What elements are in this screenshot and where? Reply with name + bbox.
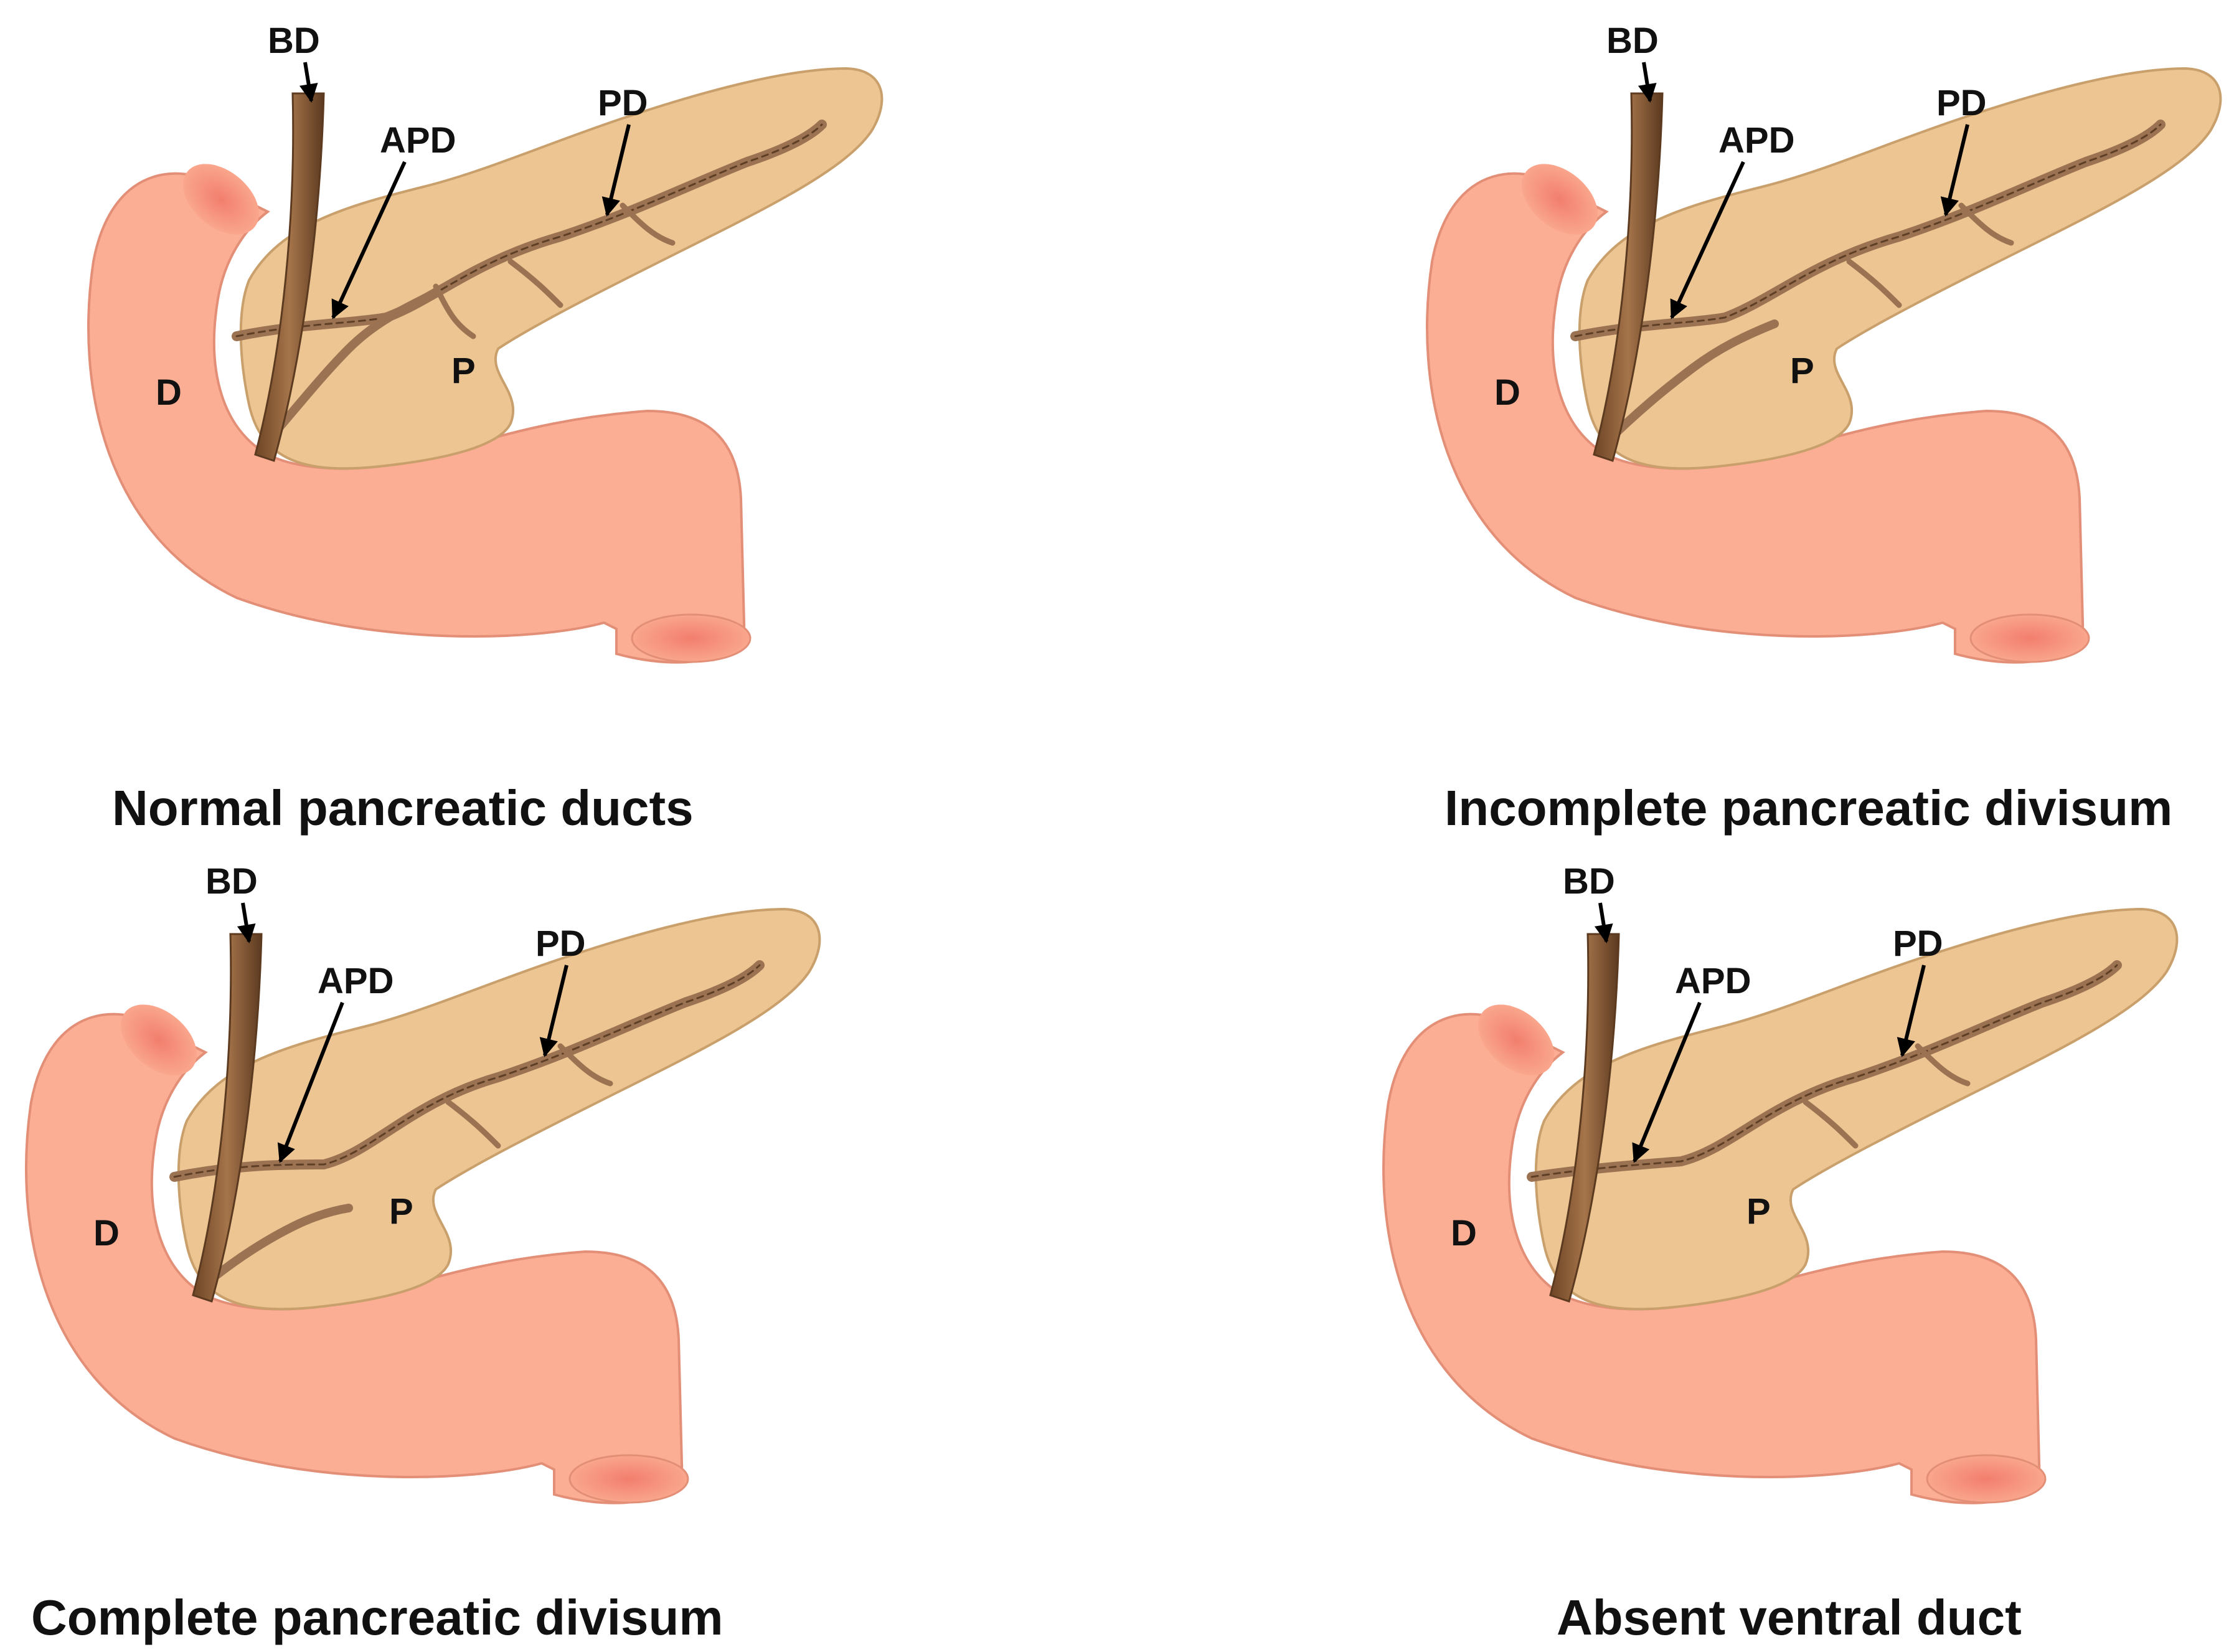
pancreatic-duct-label: PD [1893, 923, 1943, 964]
pancreas [1534, 907, 2179, 1311]
pancreas [177, 907, 821, 1311]
duodenum-label: D [1494, 372, 1520, 413]
annotations: BD APD PD P D [1451, 861, 1943, 1253]
bile-duct [1593, 92, 1664, 462]
panel-caption: Normal pancreatic ducts [112, 780, 694, 836]
pancreatic-duct-label: PD [1936, 83, 1987, 123]
ventral-duct [195, 1204, 353, 1293]
bile-duct-label: BD [1563, 861, 1615, 902]
accessory-duct-label: APD [318, 961, 394, 1001]
duodenum [1382, 1004, 2047, 1504]
annotations: BD APD PD P D [156, 21, 648, 413]
panel-normal: BD APD PD P D Normal pancreatic ducts [87, 21, 884, 836]
pancreas-label: P [389, 1191, 413, 1232]
duodenum [25, 1004, 689, 1504]
ventral-duct [1596, 319, 1779, 453]
accessory-duct-label: APD [1718, 120, 1794, 161]
duodenum [87, 164, 752, 664]
panel-complete: BD APD PD P D Complete pancreatic divisu… [25, 861, 821, 1645]
duct-system [1527, 960, 2122, 1182]
duodenum [1426, 164, 2090, 664]
panel-caption: Incomplete pancreatic divisum [1445, 780, 2172, 836]
panel-caption: Absent ventral duct [1557, 1590, 2022, 1645]
annotations: BD APD PD P D [1494, 21, 1987, 413]
pancreas-label: P [451, 351, 476, 391]
bile-duct [254, 92, 325, 462]
duodenum-label: D [1451, 1213, 1477, 1253]
bile-duct-label: BD [268, 21, 320, 61]
duct-system [169, 960, 765, 1293]
bile-duct [192, 933, 263, 1303]
duodenum-label: D [156, 372, 182, 413]
annotations: BD APD PD P D [93, 861, 586, 1253]
duct-system [1570, 120, 2166, 453]
pancreas [239, 67, 884, 470]
pancreatic-duct-label: PD [535, 923, 586, 964]
panel-incomplete: BD APD PD P D Incomplete pancreatic divi… [1426, 21, 2222, 836]
bile-duct-label: BD [1606, 21, 1659, 61]
bile-duct [1549, 933, 1620, 1303]
pancreas [1578, 67, 2222, 470]
pancreatic-duct-label: PD [598, 83, 648, 123]
panel-caption: Complete pancreatic divisum [31, 1590, 723, 1645]
panel-absent: BD APD PD P D Absent ventral duct [1382, 861, 2179, 1645]
accessory-duct-label: APD [1675, 961, 1751, 1001]
ventral-duct [257, 288, 440, 453]
duct-system [232, 120, 827, 453]
bile-duct-label: BD [205, 861, 258, 902]
pancreas-label: P [1790, 351, 1814, 391]
pancreas-label: P [1746, 1191, 1771, 1232]
duodenum-label: D [93, 1213, 120, 1253]
accessory-duct-label: APD [380, 120, 456, 161]
